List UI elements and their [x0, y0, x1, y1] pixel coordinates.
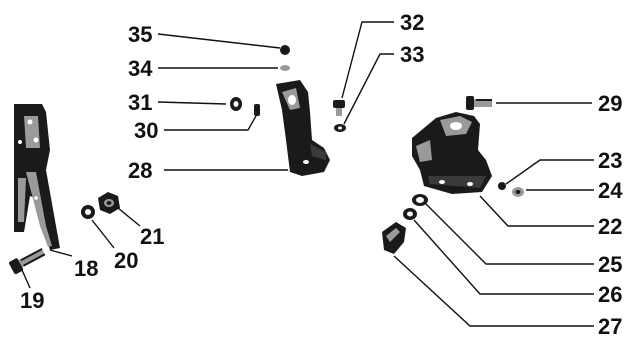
screw-part-32: [333, 100, 345, 116]
leader-21: [117, 207, 141, 227]
washer-part-20: [81, 205, 95, 219]
bolt-part-30: [254, 104, 260, 116]
housing-part: [412, 112, 492, 194]
leader-25: [425, 203, 594, 265]
callout-labels: 35 34 31 30 28 32 33 29 23 24 22 25 26 2…: [20, 10, 623, 339]
leader-19: [21, 269, 31, 289]
bolt-part: [9, 248, 46, 275]
washer-part-26: [403, 208, 417, 220]
callout-21: 21: [140, 224, 164, 249]
leader-23: [505, 159, 594, 185]
callout-19: 19: [20, 288, 44, 313]
leader-33: [343, 53, 394, 125]
callout-34: 34: [128, 56, 153, 81]
washer-part-23: [498, 182, 506, 190]
washer-part-34: [280, 65, 290, 71]
bracket-plate-part: [14, 104, 60, 250]
washer-part-33: [334, 124, 346, 132]
callout-22: 22: [598, 214, 622, 239]
nut-part-24: [512, 187, 524, 197]
callout-26: 26: [598, 282, 622, 307]
callout-35: 35: [128, 22, 152, 47]
callout-28: 28: [128, 158, 152, 183]
washer-part-25: [412, 194, 428, 206]
callout-24: 24: [598, 178, 623, 203]
nut-part-35: [280, 45, 290, 55]
leader-35: [157, 33, 281, 49]
leader-32: [341, 21, 394, 99]
l-bracket-part: [276, 80, 330, 176]
callout-18: 18: [74, 256, 98, 281]
washer-part-31: [230, 97, 242, 111]
callout-20: 20: [114, 248, 138, 273]
cap-part-27: [382, 222, 406, 254]
callout-27: 27: [598, 314, 622, 339]
leader-27: [393, 255, 594, 327]
callout-29: 29: [598, 91, 622, 116]
callout-23: 23: [598, 148, 622, 173]
leader-22: [479, 195, 594, 227]
callout-31: 31: [128, 90, 152, 115]
callout-25: 25: [598, 252, 622, 277]
leader-31: [157, 101, 227, 105]
nut-part-21: [98, 192, 120, 214]
leader-30: [164, 115, 257, 131]
leader-18: [49, 249, 73, 257]
callout-33: 33: [400, 42, 424, 67]
leader-26: [413, 219, 594, 295]
callout-32: 32: [400, 10, 424, 35]
screw-part-29: [466, 96, 492, 110]
leader-20: [91, 219, 115, 249]
leader-lines: [21, 21, 594, 327]
callout-30: 30: [134, 118, 158, 143]
